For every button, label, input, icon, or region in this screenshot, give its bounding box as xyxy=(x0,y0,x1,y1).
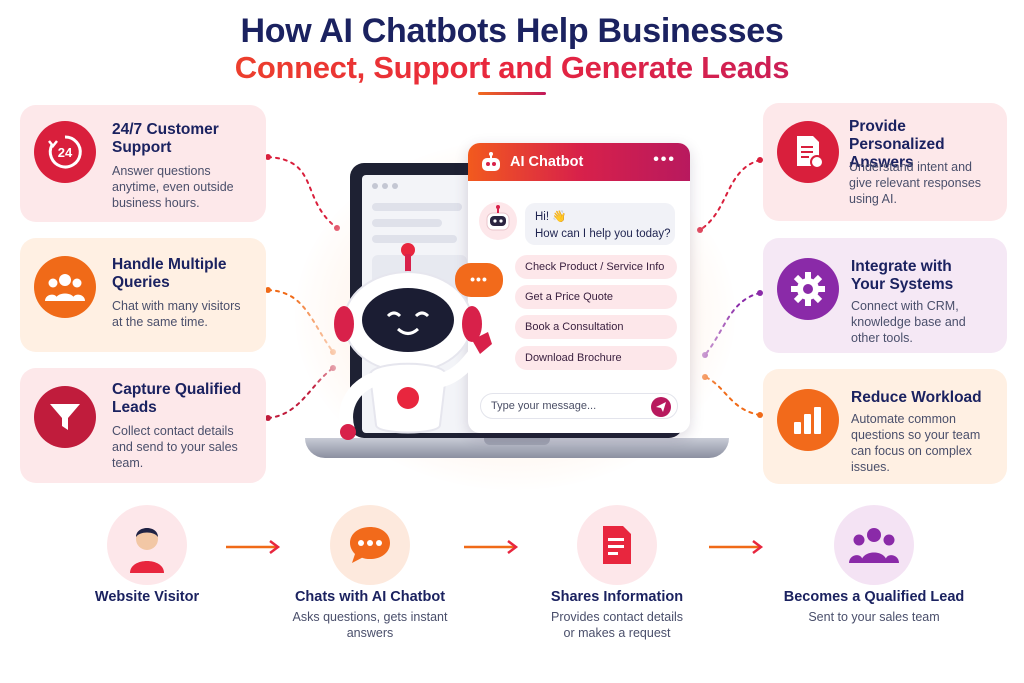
step-title: Website Visitor xyxy=(94,589,200,605)
page-subtitle: Connect, Support and Generate Leads xyxy=(0,50,1024,86)
bar-chart-icon xyxy=(777,389,839,451)
card-desc: Answer questions xyxy=(112,164,211,178)
bot-avatar xyxy=(479,202,517,240)
card-title: Your Systems xyxy=(851,276,954,293)
step-title: Chats with AI Chatbot xyxy=(294,589,446,605)
card-title: Queries xyxy=(112,274,170,291)
form-icon xyxy=(577,505,657,585)
card-desc: using AI. xyxy=(849,192,897,206)
title-divider xyxy=(478,92,546,95)
card-title: Leads xyxy=(112,399,157,416)
step-desc: Asks questions, gets instant xyxy=(292,610,448,624)
message-placeholder: Type your message... xyxy=(491,400,597,412)
card-desc: issues. xyxy=(851,460,890,474)
step-desc: Sent to your sales team xyxy=(808,610,940,624)
funnel-icon xyxy=(34,386,96,448)
chat-title: AI Chatbot xyxy=(510,154,584,170)
more-options-icon[interactable]: ••• xyxy=(653,151,676,168)
chat-bubble-icon xyxy=(330,505,410,585)
laptop-notch xyxy=(484,438,550,445)
group-icon xyxy=(34,256,96,318)
card-desc: knowledge base and xyxy=(851,315,966,329)
card-title: Reduce Workload xyxy=(851,389,982,406)
arrow-right-icon xyxy=(464,540,519,554)
card-desc: business hours. xyxy=(112,196,200,210)
typing-bubble-icon: ••• xyxy=(455,263,503,297)
card-desc: questions so your team xyxy=(851,428,981,442)
card-title: Personalized Answers xyxy=(849,136,945,171)
card-desc: other tools. xyxy=(851,331,913,345)
card-desc: can focus on complex xyxy=(851,444,972,458)
card-desc: and send to your sales xyxy=(112,440,238,454)
greeting-text: Hi! 👋 xyxy=(535,211,567,223)
card-desc: Collect contact details xyxy=(112,424,234,438)
step-title: Becomes a Qualified Lead xyxy=(783,589,965,605)
card-desc: team. xyxy=(112,456,144,470)
robot-mascot xyxy=(334,243,492,440)
card-title: Support xyxy=(112,139,172,156)
card-desc: at the same time. xyxy=(112,315,208,329)
laptop-base xyxy=(305,438,729,458)
page-title: How AI Chatbots Help Businesses xyxy=(240,12,784,50)
card-title: Provide xyxy=(849,118,906,135)
card-title: Integrate with xyxy=(851,258,952,275)
clock-24-icon: 24 xyxy=(34,121,96,183)
quick-reply-price-quote[interactable]: Get a Price Quote xyxy=(515,285,677,309)
bot-message: Hi! 👋 How can I help you today? xyxy=(525,203,675,245)
chat-window: AI Chatbot ••• Hi! 👋 How can I help you … xyxy=(468,143,690,433)
send-icon xyxy=(656,402,666,412)
card-desc: give relevant responses xyxy=(849,176,982,190)
step-desc: answers xyxy=(346,626,394,640)
quick-reply-product-info[interactable]: Check Product / Service Info xyxy=(515,255,677,279)
step-desc: Provides contact details xyxy=(550,610,683,624)
card-title: Handle Multiple xyxy=(112,256,227,273)
card-desc: Automate common xyxy=(851,412,956,426)
arrow-right-icon xyxy=(709,540,764,554)
card-title: Capture Qualified xyxy=(112,381,242,398)
step-title: Shares Information xyxy=(550,589,684,605)
robot-icon xyxy=(482,152,500,171)
chat-header: AI Chatbot ••• xyxy=(468,143,690,181)
question-text: How can I help you today? xyxy=(535,228,671,240)
card-reduce-workload: Reduce Workload Automate common questions… xyxy=(763,369,1007,484)
card-desc: Connect with CRM, xyxy=(851,299,959,313)
step-desc: or makes a request xyxy=(563,626,671,640)
svg-text:24: 24 xyxy=(58,145,73,160)
user-icon xyxy=(107,505,187,585)
message-input[interactable]: Type your message... xyxy=(480,393,678,419)
quick-reply-brochure[interactable]: Download Brochure xyxy=(515,346,677,370)
document-chat-icon xyxy=(777,121,839,183)
gear-icon xyxy=(777,258,839,320)
send-button[interactable] xyxy=(651,397,671,417)
card-desc: Chat with many visitors xyxy=(112,299,241,313)
card-desc: anytime, even outside xyxy=(112,180,234,194)
arrow-right-icon xyxy=(226,540,281,554)
quick-reply-consultation[interactable]: Book a Consultation xyxy=(515,315,677,339)
card-desc: Understand intent and xyxy=(849,160,973,174)
people-icon xyxy=(834,505,914,585)
card-title: 24/7 Customer xyxy=(112,121,219,138)
